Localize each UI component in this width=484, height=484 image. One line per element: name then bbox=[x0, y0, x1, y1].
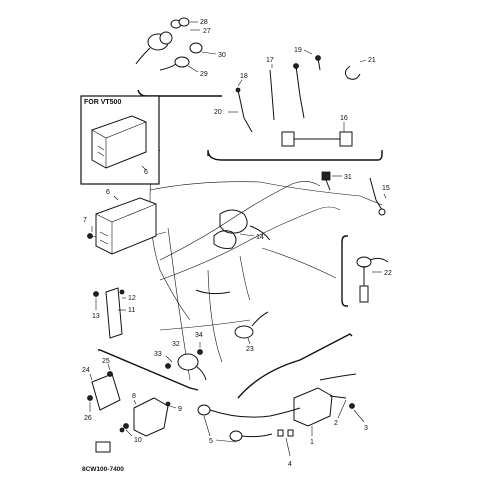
clamp-4 bbox=[277, 429, 294, 437]
ignition-coil-1 bbox=[293, 373, 357, 427]
callout-6b: 6 bbox=[106, 189, 110, 196]
callout-32: 32 bbox=[172, 341, 180, 348]
clip-16 bbox=[281, 131, 353, 147]
callout-3: 3 bbox=[364, 425, 368, 432]
callout-10: 10 bbox=[134, 437, 142, 444]
condenser-23 bbox=[234, 311, 269, 339]
sensor-32 bbox=[165, 349, 207, 381]
callout-15: 15 bbox=[382, 185, 390, 192]
callout-4: 4 bbox=[288, 461, 292, 468]
callout-16: 16 bbox=[340, 115, 348, 122]
callout-29: 29 bbox=[200, 71, 208, 78]
callout-5: 5 bbox=[209, 438, 213, 445]
leader-lines bbox=[89, 21, 387, 457]
wire-leads-group bbox=[235, 55, 361, 133]
callout-20: 20 bbox=[214, 109, 222, 116]
bracket-11 bbox=[93, 287, 125, 339]
callout-23: 23 bbox=[246, 346, 254, 353]
bolt-7 bbox=[87, 233, 93, 239]
fuse-15 bbox=[369, 177, 386, 216]
callout-28: 28 bbox=[200, 19, 208, 26]
diagram-code: 8CW100-7400 bbox=[82, 466, 124, 473]
callout-18: 18 bbox=[240, 73, 248, 80]
callout-31: 31 bbox=[344, 174, 352, 181]
harness bbox=[159, 181, 341, 295]
callout-21: 21 bbox=[368, 57, 376, 64]
callout-2: 2 bbox=[334, 420, 338, 427]
relay-31 bbox=[321, 171, 331, 191]
bolt-3 bbox=[349, 403, 355, 409]
callout-12: 12 bbox=[128, 295, 136, 302]
cdi-unit-vt500 bbox=[91, 115, 147, 169]
connector-10 bbox=[95, 427, 125, 453]
callout-17: 17 bbox=[266, 57, 274, 64]
callout-22: 22 bbox=[384, 270, 392, 277]
plug-cap-5 bbox=[197, 404, 301, 442]
callout-26: 26 bbox=[84, 415, 92, 422]
callouts: 28 27 30 29 6 6 7 18 17 19 21 20 16 31 1… bbox=[82, 19, 392, 468]
callout-33: 33 bbox=[154, 351, 162, 358]
cdi-unit bbox=[95, 197, 157, 255]
callout-27: 27 bbox=[203, 28, 211, 35]
callout-1: 1 bbox=[310, 439, 314, 446]
callout-24: 24 bbox=[82, 367, 90, 374]
callout-14: 14 bbox=[256, 234, 264, 241]
callout-13: 13 bbox=[92, 313, 100, 320]
main-switch bbox=[135, 17, 203, 71]
callout-6a: 6 bbox=[144, 169, 148, 176]
callout-34: 34 bbox=[195, 332, 203, 339]
starter-relay-22 bbox=[356, 256, 389, 303]
callout-7: 7 bbox=[83, 217, 87, 224]
callout-11: 11 bbox=[128, 307, 135, 314]
regulator-24 bbox=[87, 371, 121, 411]
callout-30: 30 bbox=[218, 52, 226, 59]
callout-19: 19 bbox=[294, 47, 302, 54]
inset-label: FOR VT500 bbox=[84, 99, 121, 106]
callout-9: 9 bbox=[178, 406, 182, 413]
rectifier-8 bbox=[123, 397, 171, 437]
callout-8: 8 bbox=[132, 393, 136, 400]
callout-25: 25 bbox=[102, 358, 110, 365]
